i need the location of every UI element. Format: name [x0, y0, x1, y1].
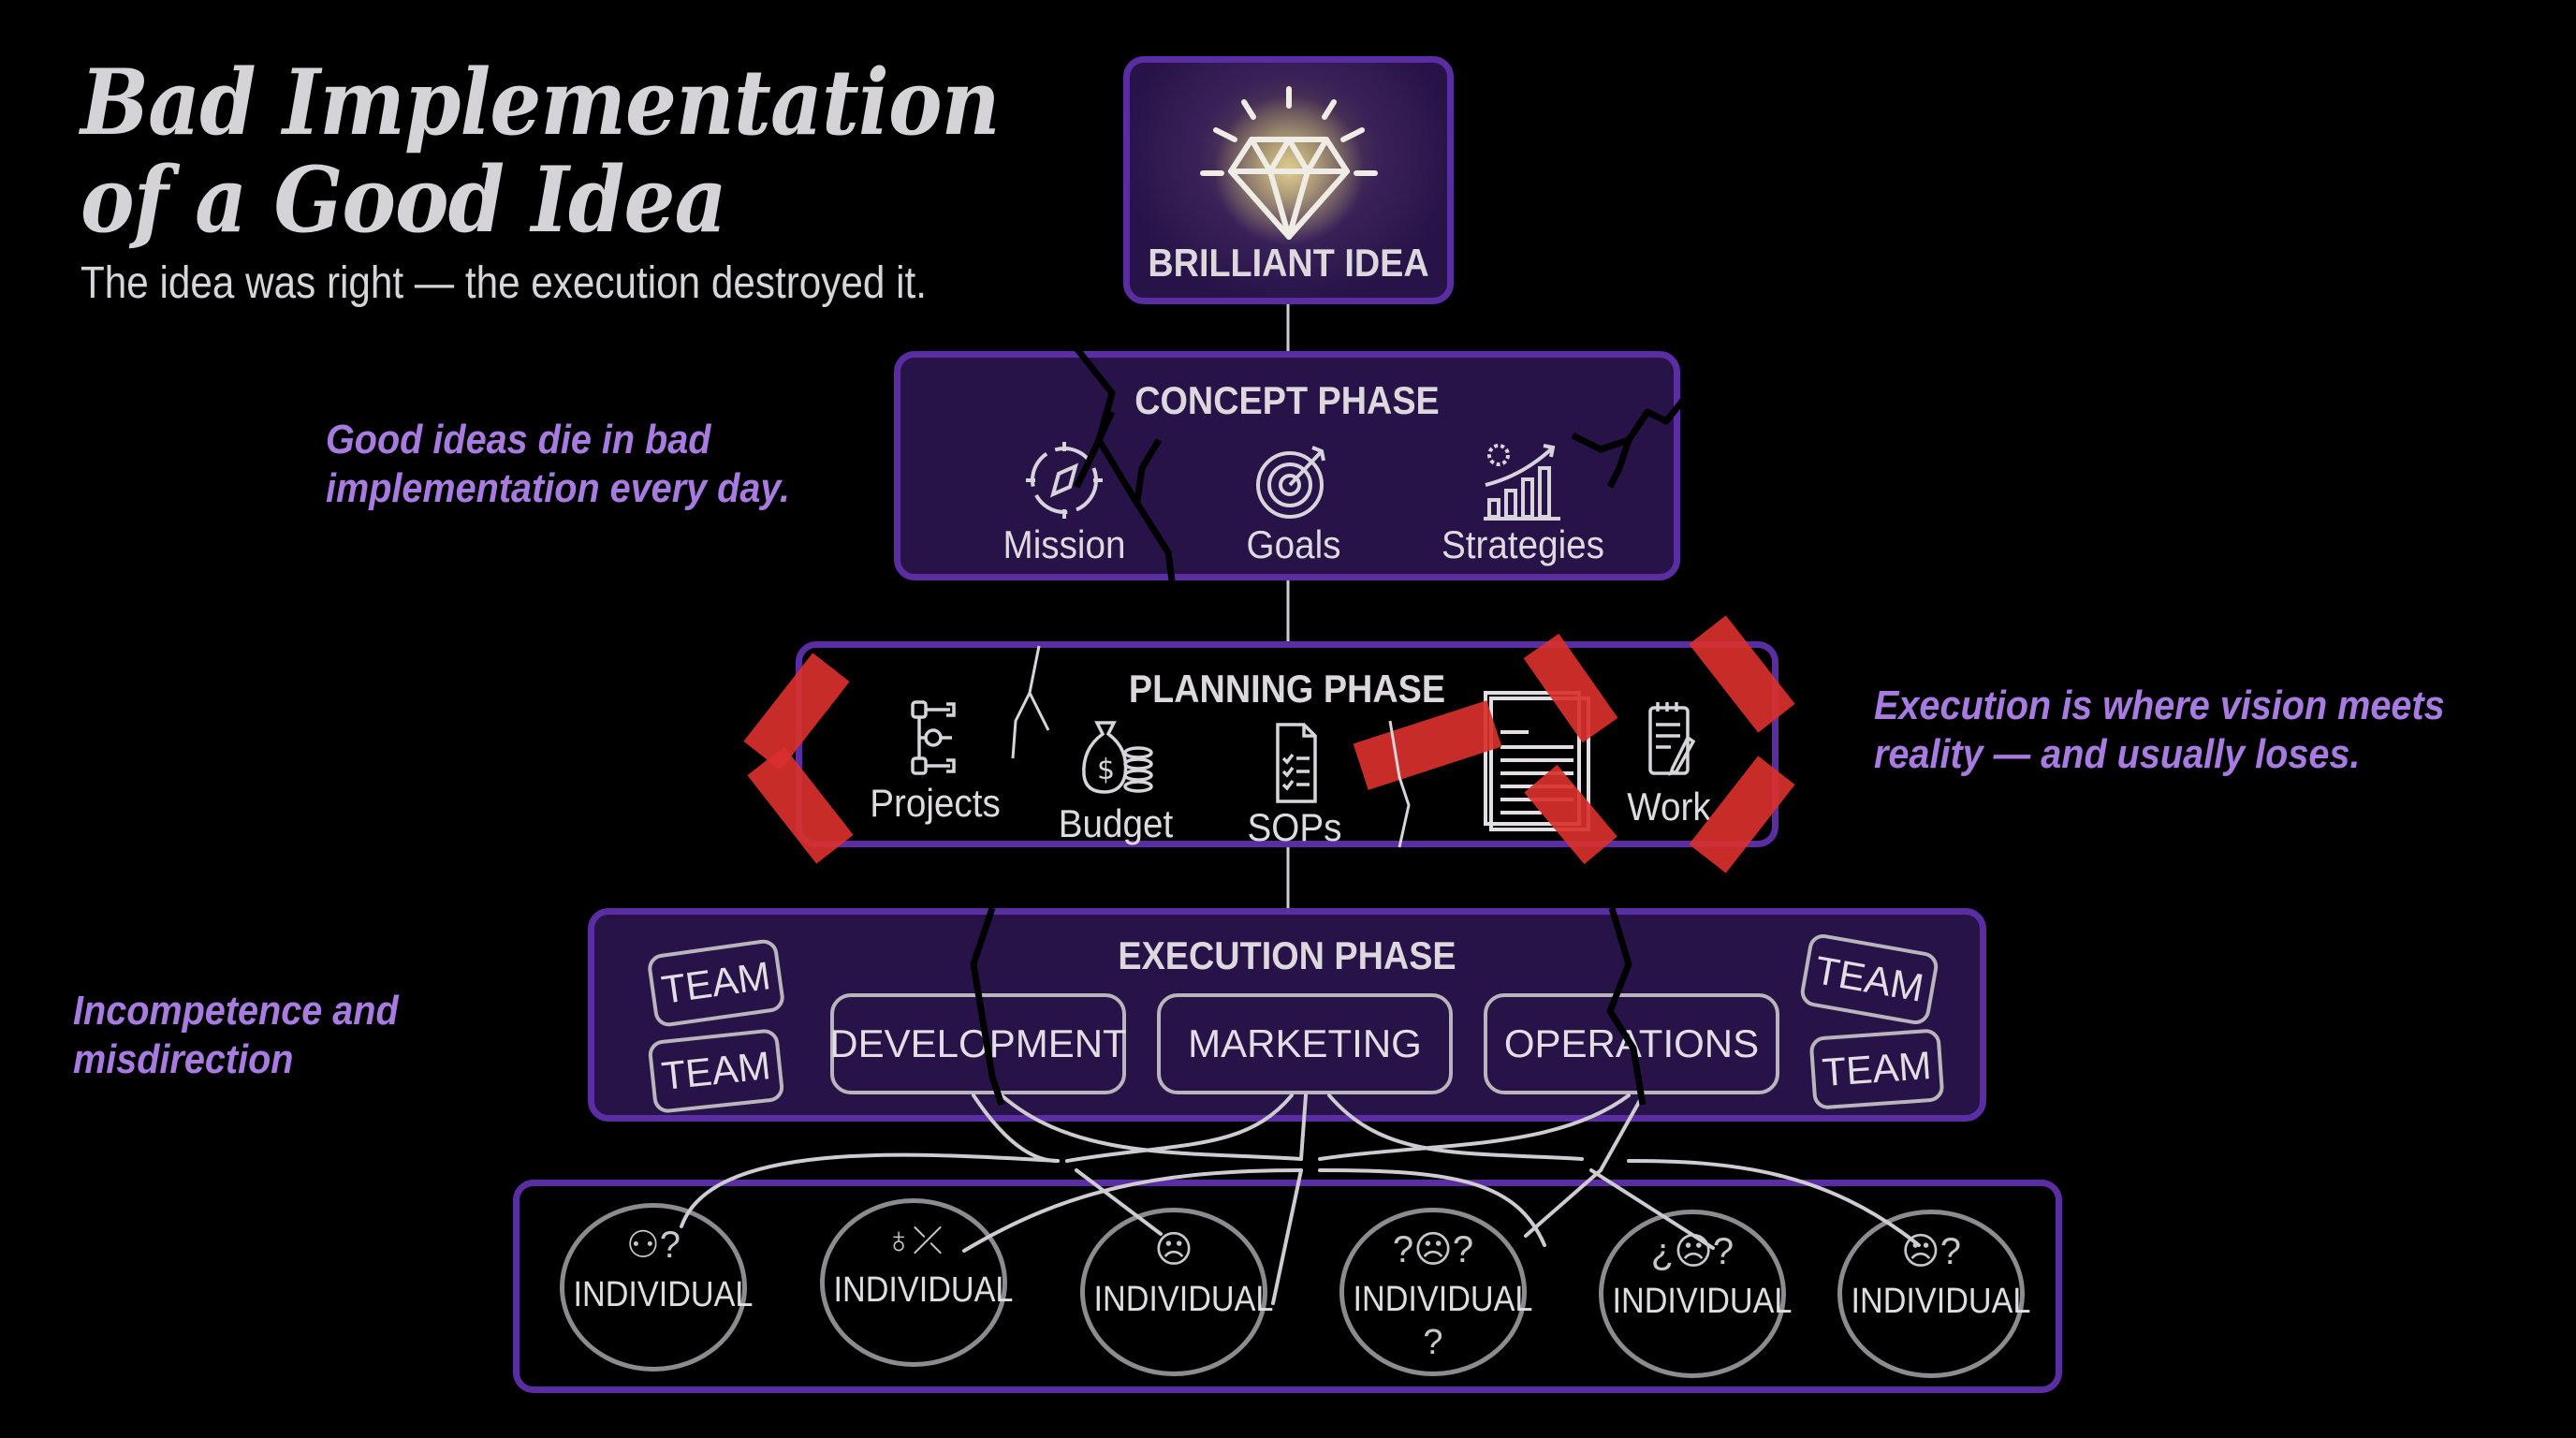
individual-node: ☹? INDIVIDUAL: [1837, 1210, 2031, 1378]
checklist-icon: [1276, 723, 1317, 803]
dept-development: DEVELOPMENT: [829, 993, 1127, 1094]
concept-phase-box: CONCEPT PHASE Mission Goals Strategies: [894, 351, 1680, 580]
individual-label: INDIVIDUAL: [1093, 1280, 1274, 1319]
callout-line: reality — and usually loses.: [1874, 731, 2361, 777]
planning-item-label: Projects: [870, 781, 1001, 825]
diamond-icon: [1200, 86, 1378, 245]
execution-phase-title: EXECUTION PHASE: [1118, 933, 1456, 977]
individual-node: ⚇? INDIVIDUAL: [560, 1203, 754, 1372]
money-bag-icon: $: [1082, 721, 1153, 794]
notepad-icon: [1648, 702, 1696, 776]
planning-phase-box: PLANNING PHASE Projects $ Budget SOPs Wo…: [796, 641, 1778, 850]
question-mark-icon: ?: [1423, 1323, 1443, 1362]
individual-node: ☹ INDIVIDUAL: [1080, 1208, 1274, 1376]
individual-label: INDIVIDUAL: [1851, 1282, 2031, 1321]
sad-face-icon: ☹: [1154, 1229, 1193, 1270]
target-icon: [1256, 446, 1325, 519]
individual-node: ¿☹? INDIVIDUAL: [1599, 1210, 1793, 1378]
title-line-2: of a Good Idea: [80, 147, 727, 253]
flowchart-icon: [911, 700, 956, 775]
team-badge: TEAM: [647, 1027, 785, 1115]
planning-item-projects: Projects: [832, 697, 1038, 826]
execution-phase-box: EXECUTION PHASE TEAM TEAM DEVELOPMENT MA…: [588, 908, 1986, 1122]
callout-line: implementation every day.: [326, 465, 790, 511]
callout-line: misdirection: [73, 1036, 294, 1082]
confused-person-icon: ⚇?: [625, 1225, 681, 1266]
concept-item-goals: Goals: [1191, 438, 1397, 567]
concept-item-mission: Mission: [961, 438, 1167, 567]
concept-item-label: Strategies: [1442, 522, 1604, 566]
callout-line: Good ideas die in bad: [326, 417, 711, 462]
compass-icon: [1026, 442, 1103, 519]
callout-execution-vision: Execution is where vision meets reality …: [1874, 682, 2445, 779]
individual-label: INDIVIDUAL: [573, 1275, 754, 1314]
individual-node: ♁⤫ INDIVIDUAL: [820, 1198, 1014, 1367]
planning-item-work: Work: [1575, 700, 1763, 829]
sad-face-question-icon: ☹?: [1901, 1231, 1961, 1272]
team-badge: TEAM: [1808, 1028, 1945, 1110]
title-line-1: Bad Implementation: [80, 50, 1001, 155]
concept-item-label: Mission: [1003, 522, 1126, 566]
callout-line: Incompetence and: [73, 988, 399, 1034]
planning-item-label: Work: [1627, 785, 1711, 829]
team-badge: TEAM: [1798, 932, 1940, 1027]
planning-item-budget: $ Budget: [1013, 717, 1219, 846]
dept-operations: OPERATIONS: [1484, 993, 1779, 1094]
individual-label: INDIVIDUAL: [1353, 1280, 1533, 1319]
dept-marketing: MARKETING: [1157, 993, 1453, 1094]
brilliant-idea-label: BRILLIANT IDEA: [1148, 241, 1429, 285]
planning-phase-title: PLANNING PHASE: [1128, 667, 1446, 711]
callout-good-ideas-die: Good ideas die in bad implementation eve…: [326, 416, 790, 513]
brilliant-idea-box: BRILLIANT IDEA: [1123, 56, 1454, 304]
planning-item-label: SOPs: [1247, 805, 1342, 849]
scribble-icon: ♁⤫: [885, 1220, 943, 1261]
confused-sad-face-icon: ?☹?: [1392, 1229, 1474, 1270]
page-title: Bad Implementation of a Good Idea: [80, 50, 1001, 253]
callout-line: Execution is where vision meets: [1874, 682, 2445, 728]
growth-chart-icon: [1484, 444, 1560, 521]
individual-label: INDIVIDUAL: [833, 1270, 1014, 1310]
individual-node: ?☹? INDIVIDUAL?: [1339, 1208, 1533, 1376]
individual-label: INDIVIDUAL: [1612, 1282, 1793, 1321]
concept-phase-title: CONCEPT PHASE: [1134, 378, 1440, 422]
concept-item-strategies: Strategies: [1420, 438, 1626, 567]
svg-text:$: $: [1097, 754, 1115, 786]
concept-item-label: Goals: [1246, 522, 1341, 566]
page-subtitle: The idea was right — the execution destr…: [80, 258, 927, 308]
planning-item-sops: SOPs: [1192, 721, 1398, 850]
callout-incompetence: Incompetence and misdirection: [73, 987, 399, 1084]
confused-sad-face-icon: ¿☹?: [1650, 1231, 1734, 1272]
planning-item-label: Budget: [1058, 801, 1174, 845]
